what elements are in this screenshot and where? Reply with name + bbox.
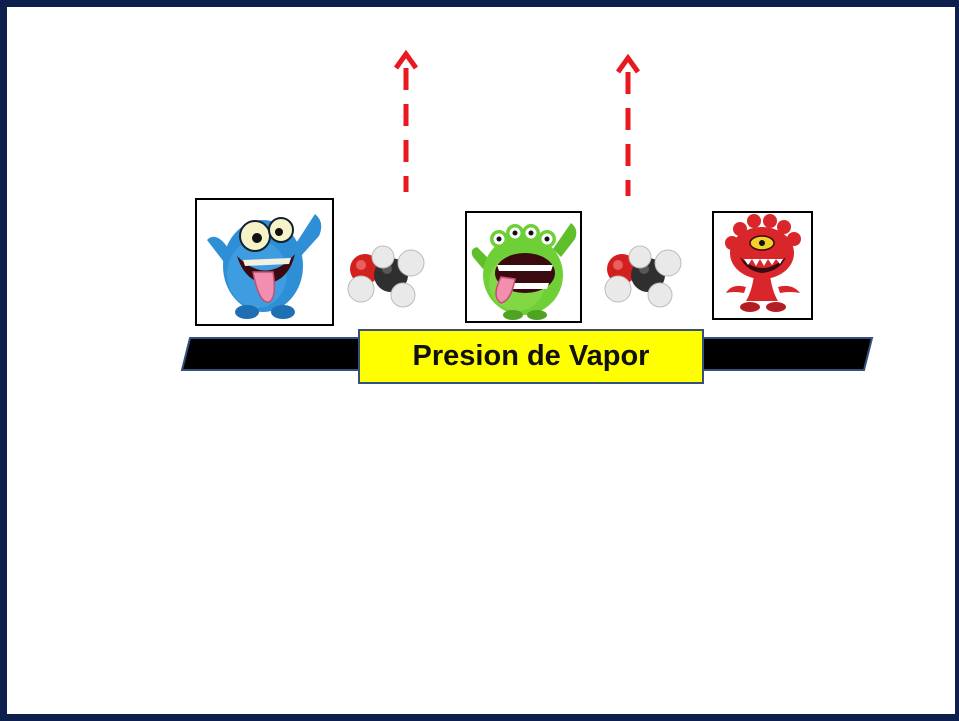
presion-de-vapor-label: Presion de Vapor [358,329,704,384]
green-monster-icon [471,223,577,320]
blue-monster-icon [207,214,322,319]
dashed-up-arrow-icon [615,53,641,196]
blue-monster-frame [195,198,334,326]
red-monster-frame [712,211,813,320]
water-molecule-icon [604,245,682,308]
dashed-up-arrow-icon [393,49,419,192]
red-monster-icon [725,214,801,312]
green-monster-frame [465,211,582,323]
water-molecule-icon [347,245,425,308]
